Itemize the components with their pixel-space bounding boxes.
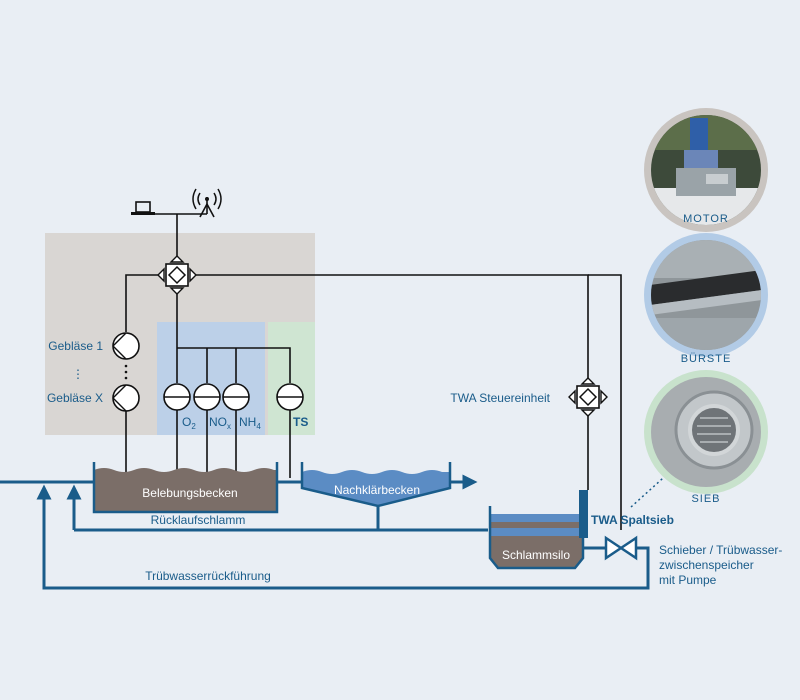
o2-label: O2 [182, 415, 196, 431]
motor-photo [644, 108, 768, 232]
ruecklaufschlamm-label: Rücklaufschlamm [151, 513, 246, 527]
sensor-nox [193, 383, 221, 411]
valve-icon [604, 535, 638, 561]
twa-spaltsieb-label: TWA Spaltsieb [591, 513, 674, 527]
blower-dots [124, 364, 128, 380]
schieber-label-2: zwischenspeicher [659, 558, 754, 572]
ts-area [268, 322, 315, 435]
belebungsbecken-label: Belebungsbecken [142, 486, 237, 500]
motor-caption: MOTOR [683, 213, 729, 225]
network-node-icon [157, 255, 197, 295]
laptop-icon [131, 201, 155, 215]
sensor-o2 [163, 383, 191, 411]
twa-control-node-icon [568, 377, 608, 417]
blower-x-label: Gebläse X [47, 391, 103, 405]
sensor-ts [276, 383, 304, 411]
sensor-area [157, 322, 265, 435]
nh4-label: NH4 [239, 415, 261, 431]
sensor-nh4 [222, 383, 250, 411]
sieb-caption: SIEB [691, 493, 720, 505]
schieber-label-1: Schieber / Trübwasser- [659, 543, 782, 557]
nox-label: NOx [209, 415, 231, 431]
belebungsbecken-tank [92, 462, 279, 514]
twa-spaltsieb-unit [579, 490, 588, 538]
buerste-photo [644, 233, 768, 357]
ts-label: TS [293, 415, 308, 429]
schlammsilo-label: Schlammsilo [502, 548, 570, 562]
schieber-label-3: mit Pumpe [659, 573, 717, 587]
sieb-photo [644, 370, 768, 494]
blower-1-label: Gebläse 1 [48, 339, 103, 353]
buerste-caption: BÜRSTE [681, 353, 732, 365]
twa-steuereinheit-label: TWA Steuereinheit [450, 391, 550, 405]
truebwasser-label: Trübwasserrückführung [145, 569, 271, 583]
antenna-icon [192, 188, 222, 218]
blower-dots-label: ⋮ [72, 367, 84, 381]
blower-1-pump-icon [112, 332, 140, 360]
blower-x-pump-icon [112, 384, 140, 412]
nachklaerbecken-label: Nachklärbecken [334, 483, 420, 497]
